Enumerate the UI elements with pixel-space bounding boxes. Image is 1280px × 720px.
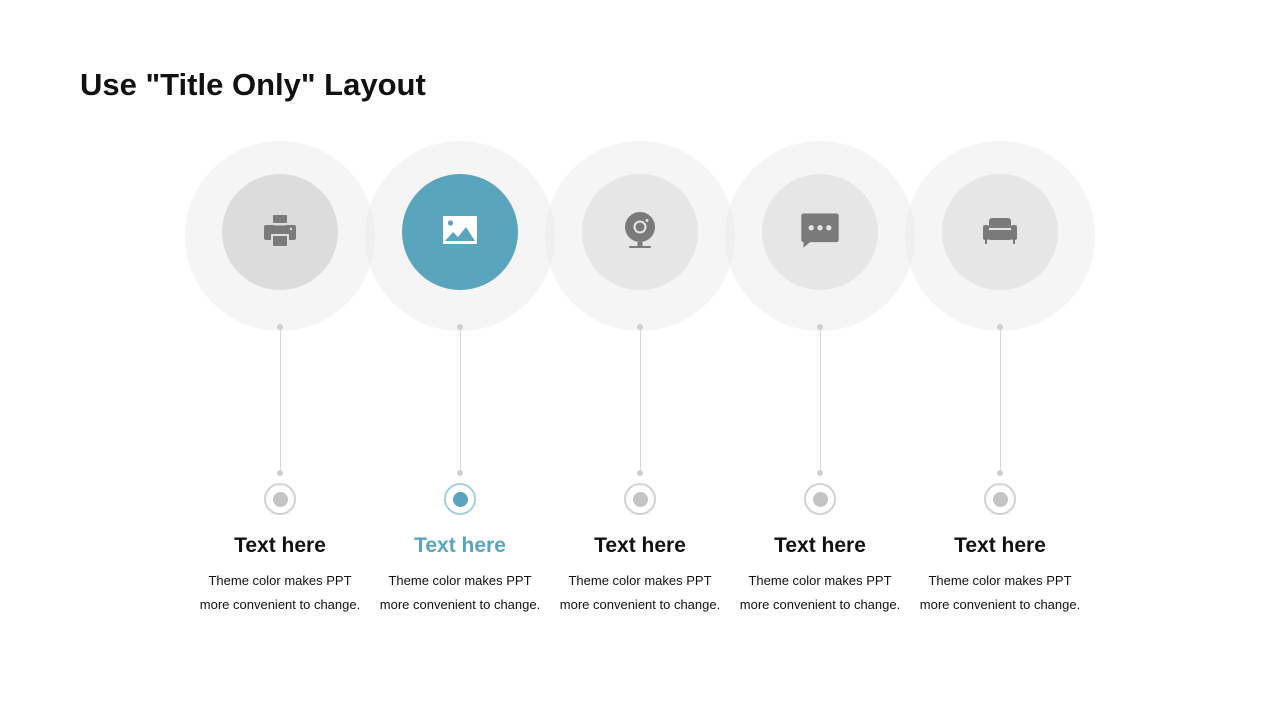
step-title: Text here (594, 534, 686, 557)
step-icon-disc[interactable] (582, 174, 698, 290)
step-title: Text here (414, 534, 506, 557)
image-icon (440, 210, 480, 255)
step-description-line: Theme color makes PPT (568, 573, 712, 588)
connector-dot-bottom (637, 470, 643, 476)
chat-bubble-icon (798, 208, 842, 257)
step-description: Theme color makes PPT more convenient to… (190, 569, 370, 617)
connector-line (279, 329, 281, 471)
step-marker (804, 483, 836, 515)
step-title: Text here (234, 534, 326, 557)
step-description: Theme color makes PPT more convenient to… (910, 569, 1090, 617)
step-description: Theme color makes PPT more convenient to… (370, 569, 550, 617)
connector-dot-bottom (457, 470, 463, 476)
step-description-line: more convenient to change. (559, 597, 721, 612)
connector-dot-bottom (997, 470, 1003, 476)
step-description-line: more convenient to change. (199, 597, 361, 612)
connector-dot-top (457, 324, 463, 330)
connector-line (999, 329, 1001, 471)
step-title: Text here (954, 534, 1046, 557)
connector-dot-top (277, 324, 283, 330)
step-description-line: Theme color makes PPT (388, 573, 532, 588)
armchair-icon (980, 210, 1020, 255)
step-description: Theme color makes PPT more convenient to… (730, 569, 910, 617)
slide-title: Use "Title Only" Layout (80, 67, 426, 102)
connector-line (639, 329, 641, 471)
step-description-line: Theme color makes PPT (928, 573, 1072, 588)
connector-dot-top (817, 324, 823, 330)
process-step-2: Text here Theme color makes PPT more con… (365, 0, 555, 720)
connector-line (819, 329, 821, 471)
step-marker (984, 483, 1016, 515)
connector-line (459, 329, 461, 471)
step-description-line: Theme color makes PPT (748, 573, 892, 588)
step-icon-disc[interactable] (402, 174, 518, 290)
step-marker (444, 483, 476, 515)
step-title: Text here (774, 534, 866, 557)
step-description-line: more convenient to change. (919, 597, 1081, 612)
step-description-line: more convenient to change. (379, 597, 541, 612)
connector-dot-top (997, 324, 1003, 330)
step-icon-disc[interactable] (942, 174, 1058, 290)
step-icon-disc[interactable] (762, 174, 878, 290)
step-marker (624, 483, 656, 515)
step-icon-disc[interactable] (222, 174, 338, 290)
step-description: Theme color makes PPT more convenient to… (550, 569, 730, 617)
webcam-icon (620, 210, 660, 255)
step-description-line: Theme color makes PPT (208, 573, 352, 588)
step-marker (264, 483, 296, 515)
process-step-4: Text here Theme color makes PPT more con… (725, 0, 915, 720)
connector-dot-bottom (277, 470, 283, 476)
connector-dot-top (637, 324, 643, 330)
connector-dot-bottom (817, 470, 823, 476)
process-step-1: Text here Theme color makes PPT more con… (185, 0, 375, 720)
printer-icon (260, 210, 300, 255)
process-step-3: Text here Theme color makes PPT more con… (545, 0, 735, 720)
step-description-line: more convenient to change. (739, 597, 901, 612)
process-step-5: Text here Theme color makes PPT more con… (905, 0, 1095, 720)
